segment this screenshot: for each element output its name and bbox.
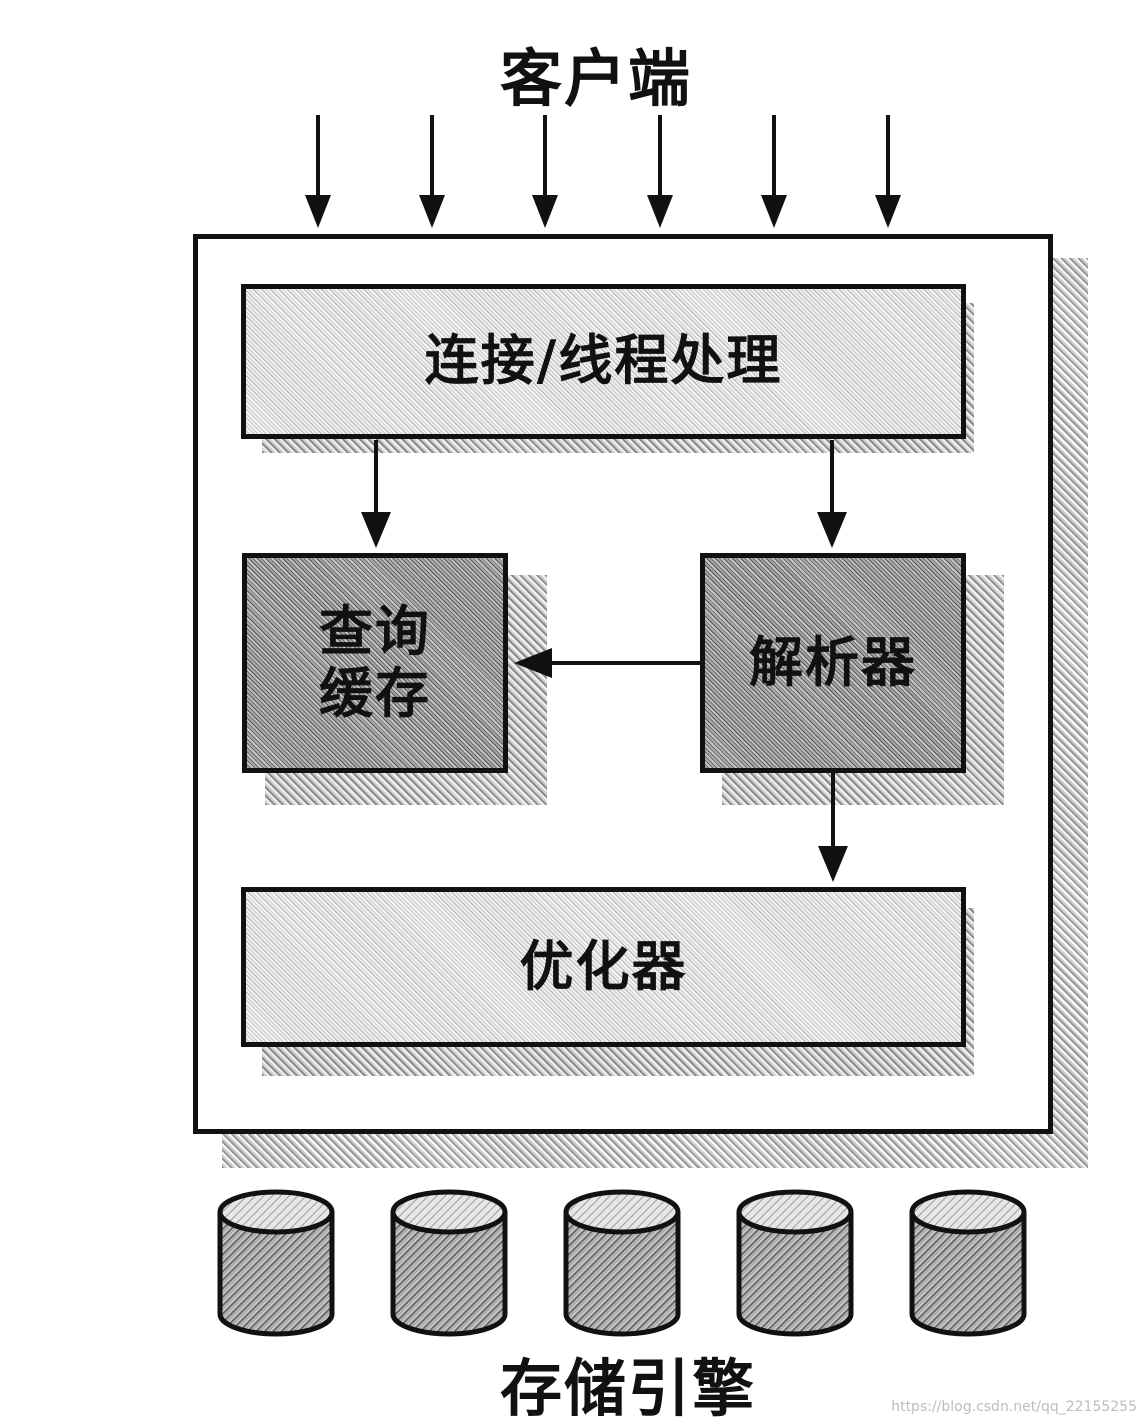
storage-engine-cylinder [563,1189,681,1337]
query-cache-box: 查询缓存 [242,553,508,773]
storage-engine-cylinder [736,1189,854,1337]
connection-box: 连接/线程处理 [241,284,966,439]
arrow-parser-to-optimizer [818,773,848,882]
client-label: 客户端 [500,42,693,115]
client-arrow [761,115,787,228]
storage-engine-cylinder [390,1189,508,1337]
watermark-text: https://blog.csdn.net/qq_22155255 [891,1399,1137,1415]
storage-engine-cylinder [909,1189,1027,1337]
parser-label: 解析器 [749,630,917,694]
query-cache-label: 查询缓存 [319,599,431,725]
parser-box: 解析器 [700,553,966,773]
storage-engine-cylinder [217,1189,335,1337]
arrow-connection-to-query-cache [361,440,391,548]
arrow-parser-to-query-cache [514,648,700,678]
client-arrow [419,115,445,228]
connection-label: 连接/线程处理 [424,329,783,393]
arrow-connection-to-parser [817,440,847,548]
client-arrow [305,115,331,228]
optimizer-box: 优化器 [241,887,966,1047]
storage-engine-label: 存储引擎 [500,1352,757,1425]
client-arrow [647,115,673,228]
client-arrow [875,115,901,228]
optimizer-label: 优化器 [519,934,688,998]
client-arrow [532,115,558,228]
